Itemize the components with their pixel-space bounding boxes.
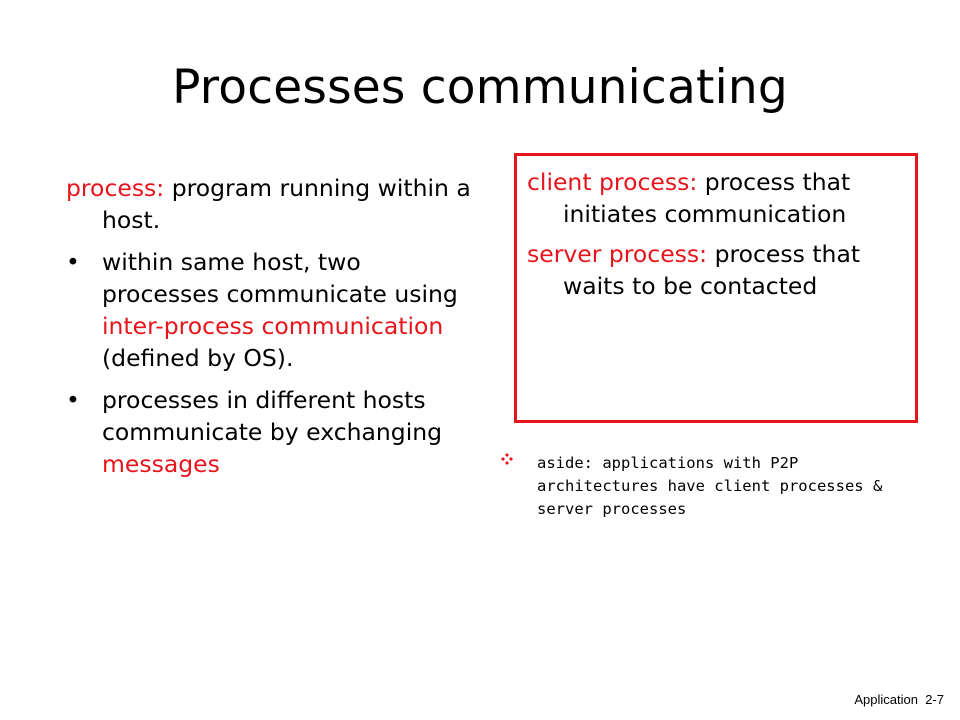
process-definition-text: program running within a host. (102, 174, 471, 234)
client-process-text: process that initiates communication (563, 168, 851, 228)
slide-footer: Application 2-7 (854, 692, 944, 708)
bullet-item: • within same host, two processes commun… (66, 246, 476, 374)
process-term: process: (66, 174, 165, 202)
server-process-definition: server process: process that waits to be… (527, 238, 907, 302)
bullet-highlight: inter-process communication (102, 312, 444, 340)
page-number: 2-7 (925, 692, 944, 707)
aside-text: aside: applications with P2P architectur… (537, 454, 883, 518)
client-server-box-content: client process: process that initiates c… (527, 166, 907, 310)
client-process-definition: client process: process that initiates c… (527, 166, 907, 230)
server-process-text: process that waits to be contacted (563, 240, 861, 300)
bullet-text: processes in different hosts communicate… (102, 386, 443, 446)
server-process-term: server process: (527, 240, 708, 268)
left-column: process: program running within a host. … (66, 172, 476, 490)
bullet-item: • processes in different hosts communica… (66, 384, 476, 480)
client-server-box: client process: process that initiates c… (514, 153, 918, 423)
slide-title: Processes communicating (172, 60, 788, 115)
bullet-highlight: messages (102, 450, 220, 478)
process-definition: process: program running within a host. (66, 172, 476, 236)
bullet-text: within same host, two processes communic… (102, 248, 458, 308)
bullet-dot-icon: • (66, 386, 80, 414)
client-process-term: client process: (527, 168, 698, 196)
bullet-text-after: (defined by OS). (102, 344, 294, 372)
aside-note: aside: applications with P2P architectur… (501, 452, 911, 521)
four-diamond-bullet-icon (501, 453, 513, 465)
bullet-dot-icon: • (66, 248, 80, 276)
footer-label: Application (854, 692, 918, 707)
